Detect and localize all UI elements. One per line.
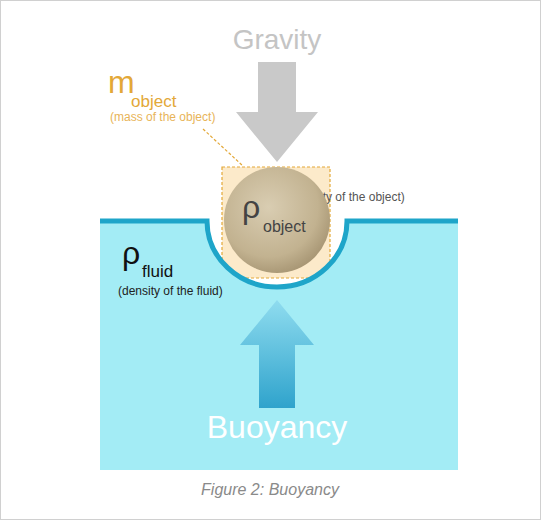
mass-subscript: object bbox=[131, 93, 176, 110]
node-text: (density of the fluid) bbox=[118, 285, 223, 297]
node-text: ρ bbox=[242, 191, 260, 223]
mass-symbol: m bbox=[108, 66, 135, 98]
gravity-label: Gravity bbox=[233, 26, 322, 54]
node-text: fluid bbox=[142, 263, 173, 280]
mass-note: (mass of the object) bbox=[110, 111, 215, 123]
node-text: object bbox=[263, 219, 306, 235]
fluid-fill bbox=[100, 221, 458, 470]
object-ball: ρobject bbox=[224, 167, 330, 273]
mass-box bbox=[222, 167, 330, 278]
node-text: Buoyancy bbox=[207, 411, 348, 443]
node-text: ρ bbox=[122, 237, 140, 269]
fluid-surface bbox=[100, 221, 458, 287]
buoyancy-arrow bbox=[240, 300, 314, 408]
gravity-arrow bbox=[236, 62, 318, 162]
figure-caption: Figure 2: Buoyancy bbox=[201, 482, 339, 498]
leader-line bbox=[203, 129, 243, 166]
